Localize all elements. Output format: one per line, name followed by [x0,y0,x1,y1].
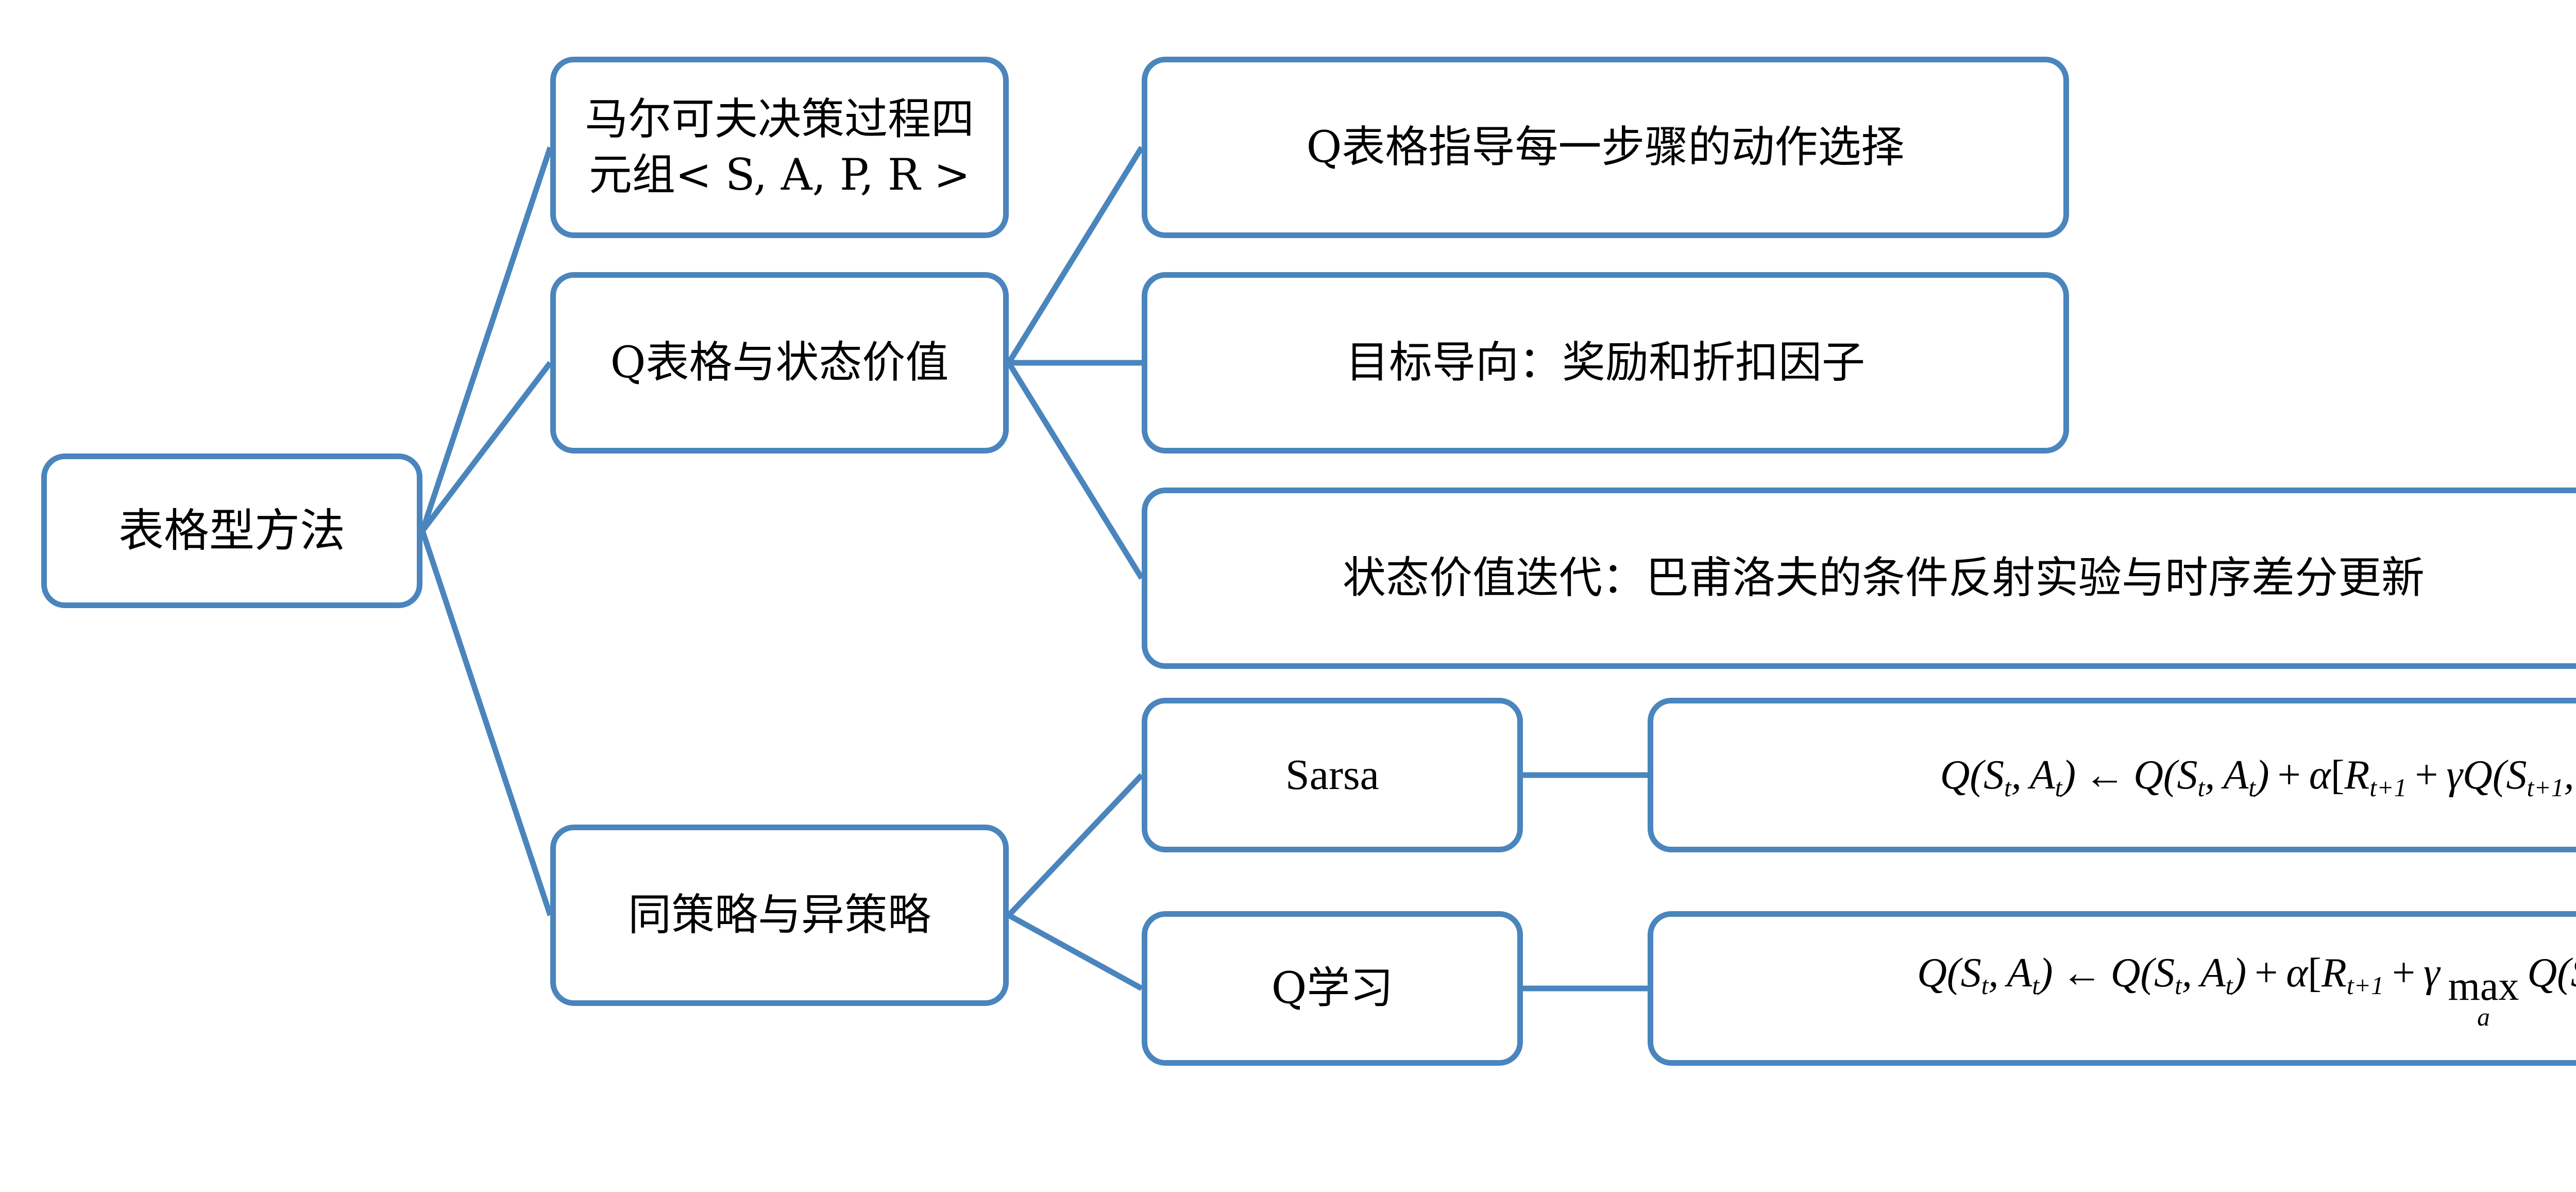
node-sarsa-label: Sarsa [1285,751,1379,799]
node-q-learning-label: Q学习 [1271,963,1394,1014]
node-q-table-state-value[interactable]: Q表格与状态价值 [550,272,1009,454]
node-q-table-action-selection-label: Q表格指导每一步骤的动作选择 [1306,122,1905,173]
node-q-table-state-value-label: Q表格与状态价值 [610,337,949,388]
node-root-label: 表格型方法 [118,503,345,557]
node-sarsa-formula[interactable]: Q(St, At) ← Q(St, At) + α[Rt+1 + γQ(St+1… [1648,698,2576,852]
connector-root-to-qtable [420,361,553,533]
node-sarsa[interactable]: Sarsa [1142,698,1523,852]
node-on-off-policy-label: 同策略与异策略 [628,889,931,941]
connector-qtable-to-u1 [1006,146,1144,364]
node-state-value-iteration-label: 状态价值迭代：巴甫洛夫的条件反射实验与时序差分更新 [1342,552,2425,603]
node-goal-oriented-reward-discount-label: 目标导向：奖励和折扣因子 [1345,337,1865,388]
connector-qtable-to-u3 [1006,361,1144,580]
connector-root-to-mdp [419,146,553,532]
connector-policy-to-sarsa [1007,773,1144,917]
node-mdp-label: 马尔可夫决策过程四 元组< S, A, P, R > [584,94,974,200]
node-q-table-action-selection[interactable]: Q表格指导每一步骤的动作选择 [1142,57,2069,238]
connector-root-to-policy [419,530,553,916]
node-goal-oriented-reward-discount[interactable]: 目标导向：奖励和折扣因子 [1142,272,2069,454]
node-mdp[interactable]: 马尔可夫决策过程四 元组< S, A, P, R > [550,57,1009,238]
node-root[interactable]: 表格型方法 [41,454,422,608]
connector-policy-to-qlearning [1007,913,1143,991]
node-q-learning[interactable]: Q学习 [1142,911,1523,1066]
node-on-off-policy[interactable]: 同策略与异策略 [550,825,1009,1006]
node-state-value-iteration[interactable]: 状态价值迭代：巴甫洛夫的条件反射实验与时序差分更新 [1142,488,2576,669]
sarsa-update-equation: Q(St, At) ← Q(St, At) + α[Rt+1 + γQ(St+1… [1940,752,2574,802]
